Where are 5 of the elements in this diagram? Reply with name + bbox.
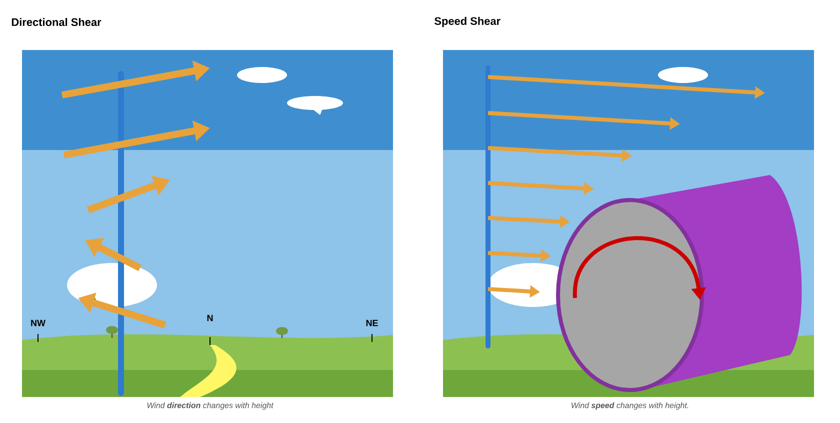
compass-label: NW: [31, 320, 46, 326]
panel-heading: Speed Shear: [434, 16, 500, 28]
compass-label: NE: [366, 320, 378, 326]
panel-heading: Directional Shear: [12, 18, 102, 26]
compass-label: N: [207, 314, 213, 322]
